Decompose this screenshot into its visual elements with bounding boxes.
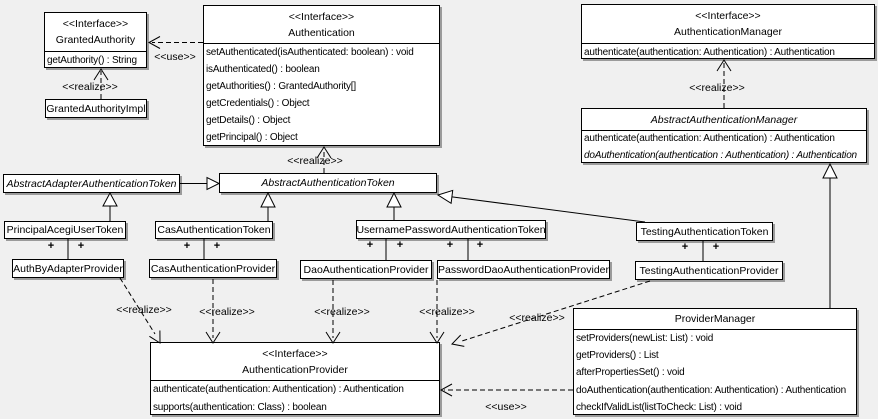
realize-arrowhead bbox=[93, 68, 109, 81]
use-arrowhead bbox=[147, 36, 161, 49]
class-name: PrincipalAcegiUserToken bbox=[6, 224, 124, 236]
realize-arrowhead bbox=[451, 334, 465, 347]
class-name: AbstractAuthenticationManager bbox=[650, 113, 798, 126]
association-end-label: + bbox=[446, 239, 454, 251]
method-label: getPrincipal() : Object bbox=[206, 132, 298, 143]
realize-label: <<realize>> bbox=[419, 306, 475, 318]
class-name: AbstractAdapterAuthenticationToken bbox=[6, 177, 177, 190]
class-abstract-adapter-authentication-token[interactable]: AbstractAdapterAuthenticationToken bbox=[3, 174, 180, 193]
realize-label: <<realize>> bbox=[509, 312, 565, 324]
method-label: getCredentials() : Object bbox=[206, 98, 310, 109]
method-label: getAuthorities() : GrantedAuthority[] bbox=[206, 81, 356, 92]
class-name: ProviderManager bbox=[674, 313, 756, 325]
association-end-label: + bbox=[183, 240, 191, 252]
class-granted-authority[interactable]: <<Interface>> GrantedAuthority getAuthor… bbox=[44, 12, 147, 68]
class-name: GrantedAuthority bbox=[55, 34, 136, 46]
class-name: AuthenticationProvider bbox=[242, 363, 348, 376]
class-name: AuthByAdapterProvider bbox=[13, 262, 123, 275]
class-dao-authentication-provider[interactable]: DaoAuthenticationProvider bbox=[300, 260, 432, 279]
method-label: isAuthenticated() : boolean bbox=[206, 64, 320, 75]
stereotype-label: <<Interface>> bbox=[62, 18, 129, 30]
association-end-label: + bbox=[47, 240, 55, 252]
association-end-label: + bbox=[476, 239, 484, 251]
realize-label: <<realize>> bbox=[199, 306, 255, 318]
class-name: GrantedAuthorityImpl bbox=[46, 102, 146, 115]
realize-label: <<realize>> bbox=[116, 304, 172, 316]
class-testing-authentication-provider[interactable]: TestingAuthenticationProvider bbox=[635, 261, 783, 280]
class-name: AbstractAuthenticationToken bbox=[261, 177, 395, 189]
stereotype-label: <<Interface>> bbox=[695, 10, 761, 22]
class-name: TestingAuthenticationProvider bbox=[639, 264, 779, 277]
class-provider-manager[interactable]: ProviderManager setProviders(newList: Li… bbox=[573, 308, 857, 415]
use-arrowhead bbox=[439, 383, 453, 397]
association-end-label: + bbox=[396, 239, 404, 251]
class-username-password-authentication-token[interactable]: UsernamePasswordAuthenticationToken bbox=[356, 220, 546, 239]
class-granted-authority-impl[interactable]: GrantedAuthorityImpl bbox=[45, 99, 147, 118]
association-end-label: + bbox=[366, 239, 374, 251]
class-name: TestingAuthenticationToken bbox=[640, 225, 769, 238]
generalization-adapter-to-abstract-token bbox=[180, 176, 221, 191]
association-end-label: + bbox=[681, 241, 689, 253]
class-cas-authentication-token[interactable]: CasAuthenticationToken bbox=[155, 221, 273, 239]
association-end-label: + bbox=[712, 241, 720, 253]
class-authentication-manager[interactable]: <<Interface>> AuthenticationManager auth… bbox=[581, 4, 875, 59]
method-label: getProviders() : List bbox=[576, 350, 659, 362]
generalization-providermanager-to-abstract-manager bbox=[822, 162, 838, 308]
class-name: Authentication bbox=[288, 26, 355, 39]
method-label: doAuthentication(authentication: Authent… bbox=[576, 384, 846, 396]
method-label: authenticate(authentication: Authenticat… bbox=[584, 47, 835, 58]
realize-label: <<realize>> bbox=[287, 155, 343, 167]
class-authentication[interactable]: <<Interface>> Authentication setAuthenti… bbox=[203, 5, 440, 146]
method-label: checkIfValidList(listToCheck: List) : vo… bbox=[576, 401, 742, 413]
class-testing-authentication-token[interactable]: TestingAuthenticationToken bbox=[636, 222, 773, 241]
realize-label: <<realize>> bbox=[689, 82, 745, 94]
generalization-testing-to-abstract-token bbox=[436, 189, 646, 223]
method-label: setAuthenticated(isAuthenticated: boolea… bbox=[206, 47, 414, 58]
class-abstract-authentication-token[interactable]: AbstractAuthenticationToken bbox=[219, 173, 437, 193]
method-label: supports(authentication: Class) : boolea… bbox=[153, 401, 327, 413]
use-label: <<use>> bbox=[154, 51, 196, 63]
realize-label: <<realize>> bbox=[314, 306, 370, 318]
method-label: getDetails() : Object bbox=[206, 115, 291, 126]
method-label: afterPropertiesSet() : void bbox=[576, 367, 685, 379]
generalization-usernamepassword-to-abstract-token bbox=[386, 191, 402, 220]
stereotype-label: <<Interface>> bbox=[288, 10, 355, 23]
class-password-dao-authentication-provider[interactable]: PasswordDaoAuthenticationProvider bbox=[437, 260, 610, 279]
method-label: authenticate(authentication: Authenticat… bbox=[153, 384, 404, 395]
class-name: DaoAuthenticationProvider bbox=[303, 263, 429, 276]
generalization-principal-to-adapter bbox=[102, 191, 118, 221]
class-principal-acegi-user-token[interactable]: PrincipalAcegiUserToken bbox=[4, 221, 126, 239]
method-label: getAuthority() : String bbox=[47, 55, 137, 66]
association-end-label: + bbox=[213, 240, 221, 252]
realize-label: <<realize>> bbox=[62, 81, 118, 93]
class-abstract-authentication-manager[interactable]: AbstractAuthenticationManager authentica… bbox=[581, 108, 867, 163]
use-label: <<use>> bbox=[485, 401, 527, 413]
method-label: authenticate(authentication: Authenticat… bbox=[584, 133, 835, 144]
class-auth-by-adapter-provider[interactable]: AuthByAdapterProvider bbox=[12, 259, 124, 278]
class-name: AuthenticationManager bbox=[674, 26, 782, 38]
method-label: setProviders(newList: List) : void bbox=[576, 333, 714, 344]
class-authentication-provider[interactable]: <<Interface>> AuthenticationProvider aut… bbox=[150, 342, 440, 415]
class-name: CasAuthenticationToken bbox=[157, 224, 271, 236]
class-name: UsernamePasswordAuthenticationToken bbox=[356, 223, 546, 236]
generalization-cas-to-abstract-token bbox=[260, 191, 276, 221]
method-label: doAuthentication(authentication : Authen… bbox=[584, 149, 857, 161]
class-name: CasAuthenticationProvider bbox=[150, 262, 276, 275]
association-end-label: + bbox=[77, 240, 85, 252]
realize-arrowhead bbox=[716, 59, 732, 72]
class-cas-authentication-provider[interactable]: CasAuthenticationProvider bbox=[149, 259, 277, 278]
stereotype-label: <<Interface>> bbox=[262, 347, 328, 360]
class-name: PasswordDaoAuthenticationProvider bbox=[438, 263, 610, 276]
